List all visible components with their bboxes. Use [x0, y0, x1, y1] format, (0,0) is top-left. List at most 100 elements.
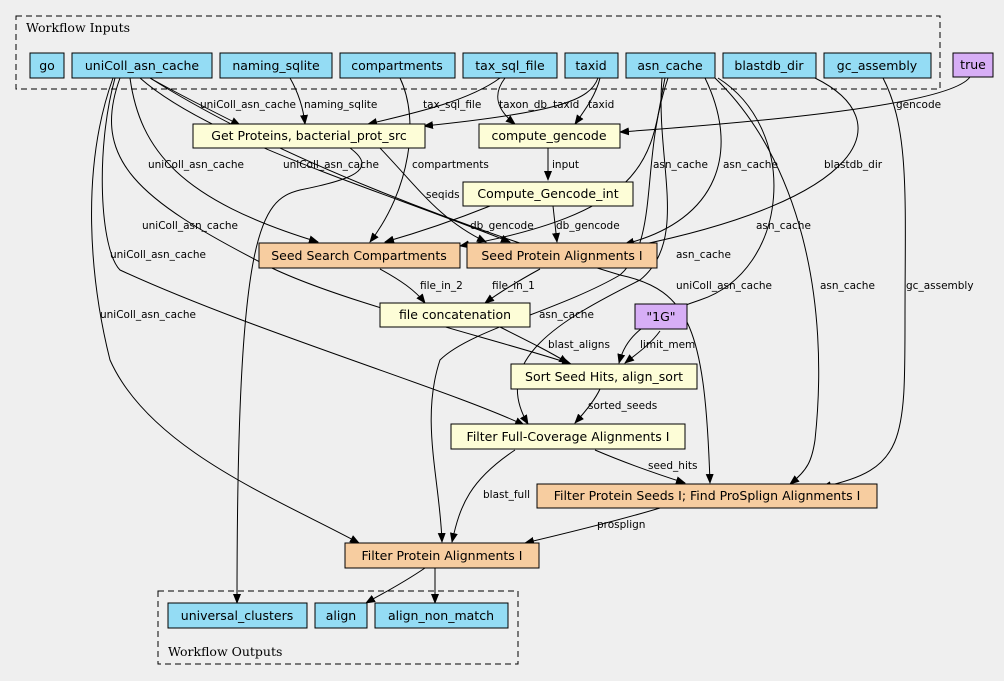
node-1g[interactable]: "1G" [634, 303, 688, 330]
edge-comp-seedcomp [369, 77, 411, 243]
edge-label: uniColl_asn_cache [148, 159, 244, 171]
node-label: Filter Full-Coverage Alignments I [467, 429, 670, 444]
node-label: gc_assembly [837, 58, 918, 73]
node-taxsql[interactable]: tax_sql_file [462, 52, 558, 79]
node-box [450, 423, 686, 450]
edge-label: asn_cache [539, 309, 594, 321]
edge-asn-sort [617, 77, 775, 364]
edge-unicoll-seedprot [139, 77, 511, 243]
node-label: go [39, 58, 55, 73]
node-box [379, 302, 531, 328]
node-box [536, 483, 878, 509]
edge-label: uniColl_asn_cache [200, 99, 296, 111]
edge-seedcomp-concat [379, 268, 426, 304]
node-filterseeds[interactable]: Filter Protein Seeds I; Find ProSplign A… [536, 483, 878, 509]
node-label: Seed Search Compartments [271, 248, 447, 263]
edge-label: db_gencode [556, 220, 620, 232]
node-box [344, 542, 540, 569]
edge-unicoll-getprot [149, 77, 241, 126]
node-getprot[interactable]: Get Proteins, bacterial_prot_src [192, 123, 426, 149]
edge-label: file_in_1 [492, 280, 535, 292]
workflow-outputs-title: Workflow Outputs [168, 644, 282, 659]
node-blastdb[interactable]: blastdb_dir [722, 52, 817, 79]
edge-taxid-getprot [423, 77, 599, 130]
node-gencode[interactable]: compute_gencode [478, 123, 621, 149]
node-box [314, 602, 368, 629]
workflow-outputs-cluster: Workflow Outputs [157, 590, 519, 665]
edge-true-gencode [619, 76, 971, 136]
edge-int-seedprot [552, 205, 560, 243]
edge-label: tax_sql_file [423, 99, 481, 111]
edge-label: blast_aligns [548, 339, 610, 351]
edge-unicoll-seedcomp [129, 77, 319, 244]
node-box [374, 602, 509, 629]
edge-int-seedcomp [384, 205, 491, 244]
node-box [510, 363, 698, 390]
node-label: uniColl_asn_cache [85, 58, 200, 73]
node-naming[interactable]: naming_sqlite [219, 52, 333, 79]
node-seedprot[interactable]: Seed Protein Alignments I [466, 242, 658, 269]
node-true[interactable]: true [952, 52, 994, 78]
edge-label: asn_cache [820, 280, 875, 292]
edge-taxid-gencode [574, 77, 601, 125]
node-asncache[interactable]: asn_cache [625, 52, 716, 79]
node-box [722, 52, 817, 79]
edge-taxsql-getprot [367, 77, 501, 126]
edge-blastdb-seedprot [624, 77, 859, 251]
edge-ffull-fprot [449, 449, 516, 543]
edge-label: taxon_db [499, 99, 547, 111]
node-seedcomp[interactable]: Seed Search Compartments [258, 242, 461, 269]
node-filterprot[interactable]: Filter Protein Alignments I [344, 542, 540, 569]
node-label: "1G" [646, 309, 675, 324]
edge-gc-fseeds [821, 77, 906, 490]
node-box [167, 602, 308, 629]
node-label: Sort Seed Hits, align_sort [525, 369, 683, 384]
node-box [634, 303, 688, 330]
node-alignnm[interactable]: align_non_match [374, 602, 509, 629]
workflow-inputs-title: Workflow Inputs [26, 20, 130, 35]
node-taxid[interactable]: taxid [564, 52, 619, 79]
node-label: compartments [351, 58, 443, 73]
node-label: taxid [575, 58, 606, 73]
edge-label: seed_hits [648, 460, 697, 472]
node-univ[interactable]: universal_clusters [167, 602, 308, 629]
edge-unicoll-ffull [101, 77, 525, 426]
node-label: Get Proteins, bacterial_prot_src [211, 128, 407, 143]
node-filterfull[interactable]: Filter Full-Coverage Alignments I [450, 423, 686, 450]
edge-label: asn_cache [676, 249, 731, 261]
node-gcassembly[interactable]: gc_assembly [823, 52, 932, 79]
node-box [258, 242, 461, 269]
edge-fprot-align [365, 567, 426, 604]
node-box [625, 52, 716, 79]
node-fileconcat[interactable]: file concatenation [379, 302, 531, 328]
edge-label: asn_cache [653, 159, 708, 171]
node-box [71, 52, 213, 79]
edge-concat-sort [499, 326, 569, 364]
node-box [462, 52, 558, 79]
node-box [29, 52, 65, 79]
edge-label: compartments [412, 159, 489, 171]
node-label: Filter Protein Seeds I; Find ProSplign A… [554, 488, 861, 503]
edge-label: blastdb_dir [824, 159, 883, 171]
edge-label: gencode [896, 99, 941, 111]
edge-getprot-seedprot [379, 147, 487, 243]
node-label: naming_sqlite [232, 58, 320, 73]
edge-unicoll-fprot [91, 77, 360, 544]
node-box [564, 52, 619, 79]
node-gencodeint[interactable]: Compute_Gencode_int [462, 181, 634, 207]
edge-label: input [552, 159, 579, 171]
node-unicoll[interactable]: uniColl_asn_cache [71, 52, 213, 79]
node-go[interactable]: go [29, 52, 65, 79]
node-compartments[interactable]: compartments [339, 52, 456, 79]
node-box [478, 123, 621, 149]
node-label: compute_gencode [491, 128, 606, 143]
edge-getprot-univ [233, 147, 363, 604]
edge-naming-getprot [289, 77, 308, 125]
edge-label: db_gencode [470, 220, 534, 232]
edge-1g-sort [624, 330, 661, 364]
node-align[interactable]: align [314, 602, 368, 629]
node-sortseed[interactable]: Sort Seed Hits, align_sort [510, 363, 698, 390]
edge-label: file_in_2 [420, 280, 463, 292]
edge-label: limit_mem [640, 339, 695, 351]
node-box [952, 52, 994, 78]
